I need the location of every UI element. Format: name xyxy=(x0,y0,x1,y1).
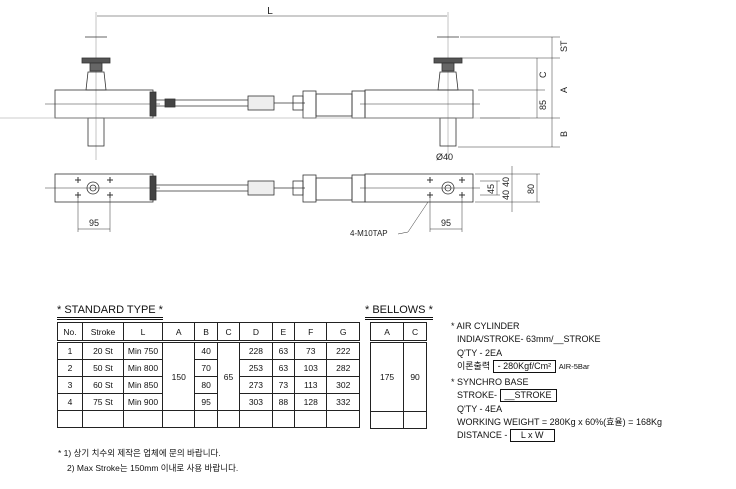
label-40-bottom: 40 xyxy=(501,190,511,200)
table-row: 3 60 St Min 850 80 273 73 113 302 xyxy=(57,376,360,394)
standard-type-table: No. Stroke L A B C D E F G 1 20 St Min 7… xyxy=(57,322,360,428)
label-dia40: Ø40 xyxy=(436,152,453,162)
header-a: A xyxy=(369,322,405,343)
header-g: G xyxy=(326,322,360,343)
cell-d: 228 xyxy=(239,341,273,360)
cell-f: 113 xyxy=(294,376,328,394)
bellows-table: A C 175 90 xyxy=(369,322,427,429)
cell-a-merged: 150 xyxy=(161,341,196,411)
label-ST: ST xyxy=(559,40,569,52)
footnote-2: 2) Max Stroke는 150mm 이내로 사용 바랍니다. xyxy=(67,463,239,473)
cell-d: 273 xyxy=(239,376,273,394)
cell-e: 88 xyxy=(271,393,296,411)
air-cylinder-stroke: INDIA/STROKE- 63mm/__STROKE xyxy=(457,334,601,345)
working-weight: WORKING WEIGHT = 280Kg x 60%(효율) = 168Kg xyxy=(457,417,662,428)
cell-a: 175 xyxy=(369,341,405,412)
cell-e: 73 xyxy=(271,376,296,394)
table-header-row: A C xyxy=(369,322,427,343)
cell-e: 63 xyxy=(271,341,296,360)
header-c: C xyxy=(216,322,241,343)
table-row: 4 75 St Min 900 95 303 88 128 332 xyxy=(57,393,360,411)
footnote-1: * 1) 상기 치수외 제작은 업체에 문의 바랍니다. xyxy=(58,448,221,458)
label-80: 80 xyxy=(526,184,536,194)
label-tap: 4-M10TAP xyxy=(350,229,388,238)
output-value: - 280Kgf/Cm² xyxy=(492,359,557,373)
air-cylinder-qty: Q'TY - 2EA xyxy=(457,347,503,358)
cell-f: 73 xyxy=(294,341,328,360)
cell-no: 1 xyxy=(57,341,83,360)
cell-l: Min 900 xyxy=(123,393,163,411)
header-c: C xyxy=(403,322,427,343)
distance: DISTANCE - L x W xyxy=(451,429,662,443)
header-stroke: Stroke xyxy=(82,322,124,343)
label-A: A xyxy=(559,87,569,93)
output-label: 이론출력 xyxy=(457,360,491,371)
output-note: AIR-5Bar xyxy=(558,361,590,371)
header-a: A xyxy=(161,322,196,343)
cell-g: 222 xyxy=(326,341,360,360)
cell-no: 4 xyxy=(57,393,83,411)
table-row: 1 20 St Min 750 150 40 65 228 63 73 222 xyxy=(57,341,360,411)
plan-view xyxy=(45,166,540,235)
air-cylinder-title: * AIR CYLINDER xyxy=(451,321,520,331)
cell-e: 63 xyxy=(271,359,296,377)
stroke-value: __STROKE xyxy=(499,389,557,403)
footnotes: * 1) 상기 치수외 제작은 업체에 문의 바랍니다. 2) Max Stro… xyxy=(58,446,238,476)
table-row: 2 50 St Min 800 70 253 63 103 282 xyxy=(57,359,360,377)
cell-l: Min 800 xyxy=(123,359,163,377)
table-row-empty xyxy=(57,410,360,428)
cell-b: 40 xyxy=(194,341,218,360)
cell-l: Min 850 xyxy=(123,376,163,394)
cell-no: 3 xyxy=(57,376,83,394)
header-l: L xyxy=(123,322,163,343)
cell-b: 95 xyxy=(194,393,218,411)
vertical-dimensions xyxy=(458,36,560,148)
cell-d: 253 xyxy=(239,359,273,377)
cell-d: 303 xyxy=(239,393,273,411)
cell-stroke: 50 St xyxy=(82,359,124,377)
distance-value: L x W xyxy=(509,429,555,443)
bellows-title: * BELLOWS * xyxy=(365,304,433,320)
label-B: B xyxy=(559,131,569,137)
label-95-left: 95 xyxy=(89,218,99,228)
cell-f: 128 xyxy=(294,393,328,411)
label-40-top: 40 xyxy=(501,177,511,187)
label-95-right: 95 xyxy=(441,218,451,228)
synchro-qty: Q'TY - 4EA xyxy=(457,403,503,414)
cell-stroke: 75 St xyxy=(82,393,124,411)
cell-stroke: 60 St xyxy=(82,376,124,394)
cell-b: 80 xyxy=(194,376,218,394)
label-45: 45 xyxy=(486,184,496,194)
top-view xyxy=(0,36,520,147)
label-C: C xyxy=(538,71,548,78)
cell-g: 282 xyxy=(326,359,360,377)
header-no: No. xyxy=(57,322,83,343)
cell-g: 332 xyxy=(326,393,360,411)
synchro-stroke: STROKE- __STROKE xyxy=(451,389,662,403)
dim-L: L xyxy=(95,6,449,160)
cell-c: 90 xyxy=(403,341,427,412)
cell-g: 302 xyxy=(326,376,360,394)
standard-type-title: * STANDARD TYPE * xyxy=(57,304,163,320)
distance-label: DISTANCE - xyxy=(457,430,508,441)
header-e: E xyxy=(271,322,296,343)
header-d: D xyxy=(239,322,273,343)
stroke-label: STROKE- xyxy=(457,390,498,401)
cell-no: 2 xyxy=(57,359,83,377)
cell-l: Min 750 xyxy=(123,341,163,360)
cell-c-merged: 65 xyxy=(216,341,241,411)
cell-stroke: 20 St xyxy=(82,341,124,360)
header-f: F xyxy=(294,322,328,343)
cell-b: 70 xyxy=(194,359,218,377)
synchro-base-title: * SYNCHRO BASE xyxy=(451,377,529,388)
spec-notes: * AIR CYLINDER INDIA/STROKE- 63mm/__STRO… xyxy=(451,320,662,443)
cell-f: 103 xyxy=(294,359,328,377)
label-85: 85 xyxy=(538,100,548,110)
table-row-empty xyxy=(369,411,427,429)
header-b: B xyxy=(194,322,218,343)
technical-drawing: L ST C xyxy=(0,6,569,238)
label-L: L xyxy=(267,6,273,17)
table-header-row: No. Stroke L A B C D E F G xyxy=(57,322,360,343)
air-cylinder-output: 이론출력 - 280Kgf/Cm² AIR-5Bar xyxy=(451,359,662,373)
